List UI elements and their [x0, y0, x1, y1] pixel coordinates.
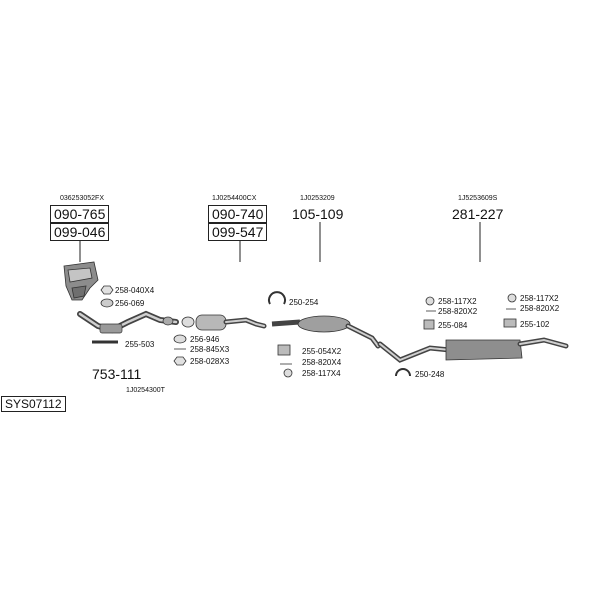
washer-icon [425, 296, 435, 306]
accessory-label: 258-028X3 [190, 357, 230, 366]
accessory-label: 255-054X2 [302, 347, 342, 356]
part-number-manifold-2: 099-046 [50, 223, 110, 241]
bracket-icon [277, 344, 291, 356]
leader-lines [79, 222, 481, 262]
part-number-catalyst-2: 099-547 [208, 223, 268, 241]
system-code-label: SYS07112 [1, 396, 66, 412]
nut-icon [173, 356, 187, 366]
accessory-label: 258-117X4 [302, 369, 341, 378]
catalyst-drawing [181, 314, 267, 331]
accessory-label: 256-069 [115, 299, 145, 308]
accessory-label: 256-946 [190, 335, 220, 344]
exhaust-manifold-drawing [63, 261, 99, 301]
part-number-rear-silencer: 281-227 [452, 206, 504, 222]
oem-number-manifold: 036253052FX [60, 195, 104, 202]
gasket-icon [100, 298, 114, 308]
washer-icon [507, 293, 517, 303]
gasket-icon [173, 334, 187, 344]
accessory-label: 258-040X4 [115, 286, 155, 295]
oem-number-catalyst: 1J0254400CX [212, 195, 257, 202]
accessory-label: 255-084 [438, 321, 468, 330]
rubber-mount-icon [423, 319, 435, 330]
accessory-label: 258-820X2 [520, 304, 560, 313]
accessory-label: 258-820X4 [302, 358, 342, 367]
oem-number-front-pipe: 1J0254300T [126, 387, 165, 394]
accessory-label: 258-820X2 [438, 307, 478, 316]
clamp-icon [268, 291, 286, 305]
part-number-catalyst-1: 090-740 [208, 205, 268, 223]
accessory-label: 250-254 [289, 298, 319, 307]
front-pipe-drawing [77, 310, 179, 334]
accessory-label: 258-845X3 [190, 345, 230, 354]
washer-icon [283, 368, 293, 378]
accessory-label: 255-503 [125, 340, 155, 349]
accessory-label: 258-117X2 [438, 297, 477, 306]
accessory-label: 255-102 [520, 320, 550, 329]
rear-silencer-drawing [377, 337, 569, 363]
part-number-front-pipe: 753-111 [92, 366, 142, 382]
clamp-icon [395, 368, 411, 377]
oem-number-middle-silencer: 1J0253209 [300, 195, 335, 202]
accessory-label: 258-117X2 [520, 294, 559, 303]
part-number-manifold-1: 090-765 [50, 205, 110, 223]
rubber-mount-icon [503, 318, 517, 328]
oem-number-rear-silencer: 1J5253609S [458, 195, 498, 202]
middle-silencer-drawing [271, 315, 381, 349]
nut-icon [100, 285, 114, 295]
accessory-icons [92, 285, 517, 378]
accessory-label: 250-248 [415, 370, 445, 379]
part-number-middle-silencer: 105-109 [292, 206, 344, 222]
